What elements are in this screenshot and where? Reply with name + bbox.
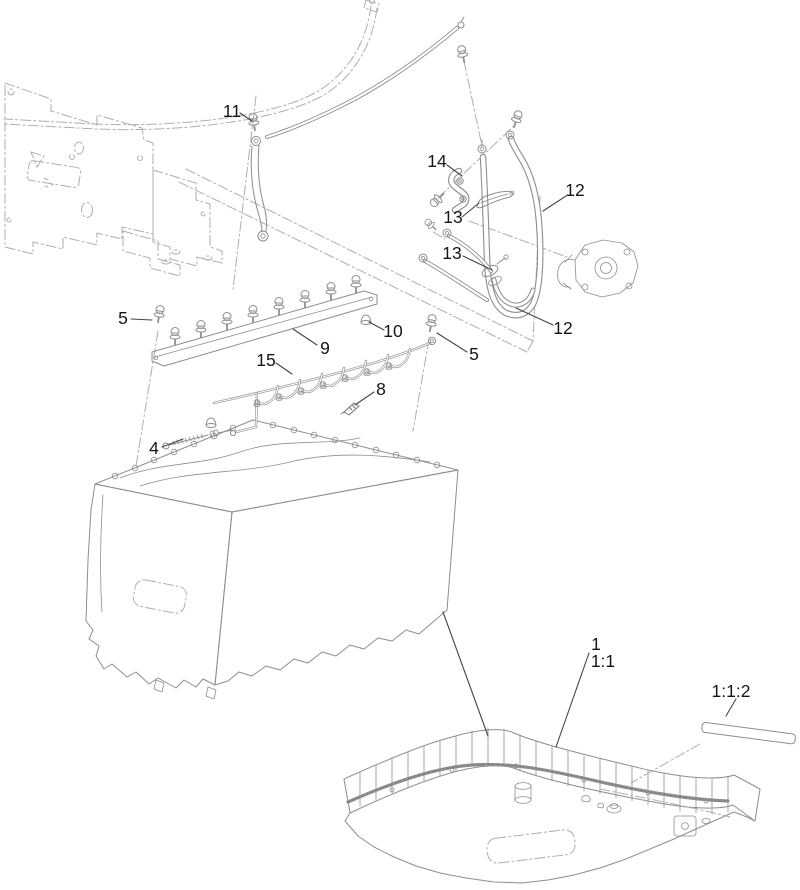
hose-assembly [477, 130, 544, 319]
top-bolts [455, 43, 525, 131]
screw-4 [162, 429, 233, 450]
flange-bolt-left-5 [152, 303, 167, 325]
ground-strap [250, 16, 465, 242]
callout-1-1: 1:1 [591, 651, 615, 671]
reference-cable [3, 0, 380, 131]
callout-11: 11 [223, 101, 241, 121]
callout-1-1-2: 1:1:2 [712, 681, 751, 701]
battery-tray [343, 727, 761, 884]
leader-lines [130, 112, 737, 748]
callout-1: 1 [591, 634, 601, 654]
battery-pack [85, 419, 459, 700]
bracket-14 [427, 167, 470, 214]
callout-9: 9 [320, 338, 330, 358]
tray-fittings [389, 763, 711, 837]
battery-terminal-row [111, 421, 441, 480]
assembly-axis-lines [135, 60, 701, 784]
pin-8 [340, 402, 360, 416]
callout-12-upper: 12 [565, 180, 584, 200]
flange-bolt-right-5 [423, 312, 439, 334]
callout-4: 4 [149, 438, 159, 458]
callout-10: 10 [383, 321, 403, 341]
callout-8: 8 [376, 379, 386, 399]
callout-14: 14 [427, 151, 447, 171]
spacer-bar [701, 721, 796, 745]
wire-harness [212, 336, 437, 437]
reference-bracket [122, 169, 223, 277]
callout-13-upper: 13 [443, 207, 462, 227]
reference-mounting-plate [4, 82, 154, 255]
callout-5-right: 5 [469, 344, 479, 364]
callout-13-lower: 13 [442, 243, 461, 263]
tray-wiring-harness [346, 762, 730, 804]
callout-5-left: 5 [118, 308, 128, 328]
motor [557, 239, 639, 298]
clamp-upper-13 [476, 190, 515, 209]
callout-15: 15 [256, 350, 275, 370]
busbar-rail [151, 274, 378, 367]
callout-12-lower: 12 [553, 318, 572, 338]
